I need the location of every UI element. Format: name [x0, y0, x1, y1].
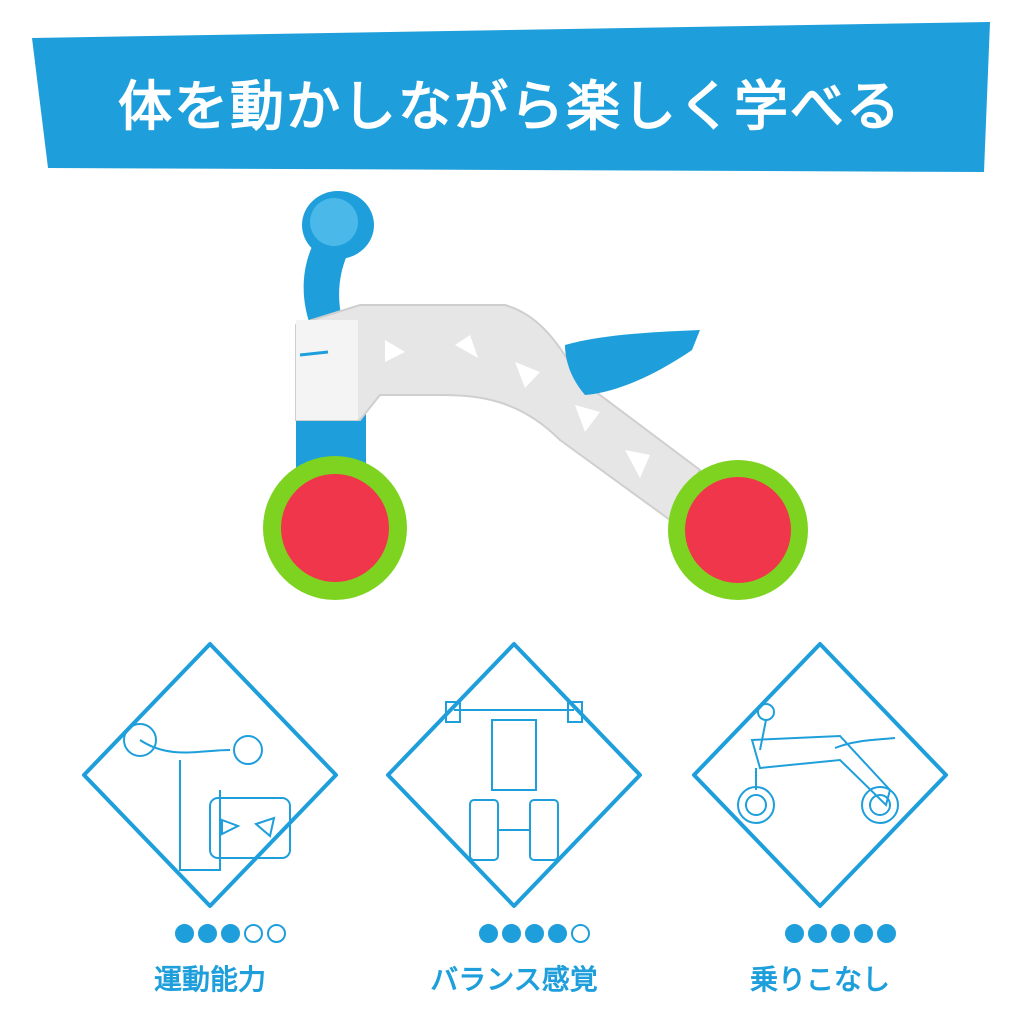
bike-front-view-sketch-icon [386, 642, 642, 908]
rating-dot [807, 924, 827, 943]
banner-title: 体を動かしながら楽しく学べる [118, 75, 902, 138]
rating-dot [876, 924, 896, 943]
header-banner: 体を動かしながら楽しく学べる [0, 0, 1024, 180]
seat [565, 330, 700, 395]
card-label: 運動能力 [153, 963, 266, 996]
rating-dot [853, 924, 873, 943]
rating-dot [501, 924, 521, 943]
rating-dots [384, 923, 684, 949]
bike-frame [295, 304, 702, 522]
front-wheel [263, 456, 407, 600]
feature-card-balance: バランス感覚 [384, 640, 684, 1020]
rating-dot [266, 924, 286, 943]
card-label: バランス感覚 [430, 963, 598, 996]
rating-dots [80, 923, 380, 949]
rating-dot [830, 924, 850, 943]
rating-dot [547, 924, 567, 943]
rating-dot [524, 924, 544, 943]
rating-dot [174, 924, 194, 943]
rating-dot [784, 924, 804, 943]
card-label: 乗りこなし [749, 963, 890, 996]
bike-closeup-sketch-icon [82, 642, 338, 908]
balance-bike-illustration [263, 191, 808, 600]
rating-dot [478, 924, 498, 943]
feature-card-motor-skills: 運動能力 [80, 640, 380, 1020]
rating-dots [690, 923, 990, 949]
handlebar [302, 191, 374, 330]
feature-card-riding: 乗りこなし [690, 640, 990, 1020]
rating-dot [243, 924, 263, 943]
rating-dot [220, 924, 240, 943]
bike-side-view-sketch-icon [692, 642, 948, 908]
rear-wheel [668, 460, 808, 600]
rating-dot [197, 924, 217, 943]
banner-background [32, 22, 990, 172]
rating-dot [570, 924, 590, 943]
